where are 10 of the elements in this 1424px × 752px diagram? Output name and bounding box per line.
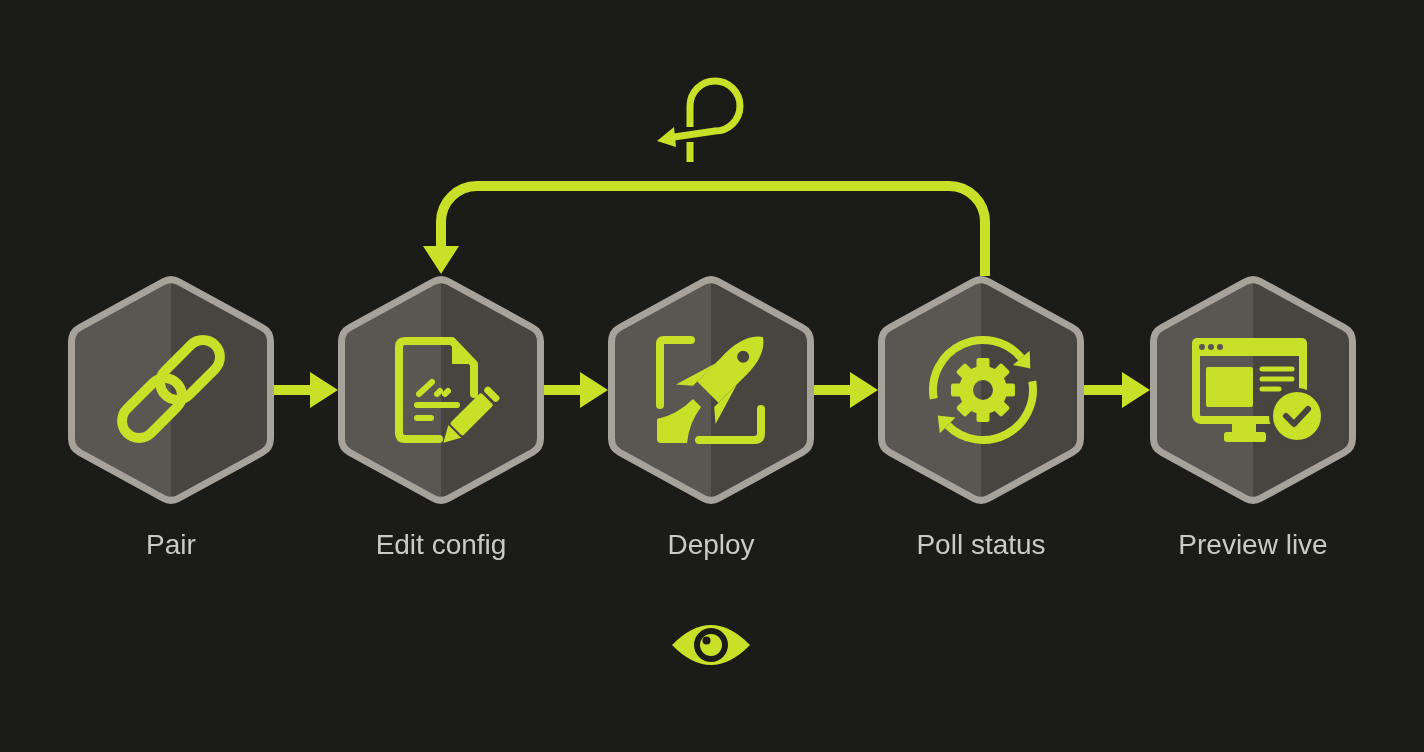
arrow bbox=[814, 372, 878, 408]
step-label: Pair bbox=[146, 528, 196, 562]
arrow bbox=[1084, 372, 1150, 408]
step-label: Edit config bbox=[375, 528, 507, 562]
step-label: Preview live bbox=[1178, 528, 1328, 562]
arrow bbox=[544, 372, 608, 408]
arrow bbox=[274, 372, 338, 408]
step-label: Poll status bbox=[916, 528, 1046, 562]
loop-back-arrow bbox=[423, 181, 990, 276]
step-label: Deploy bbox=[667, 528, 755, 562]
